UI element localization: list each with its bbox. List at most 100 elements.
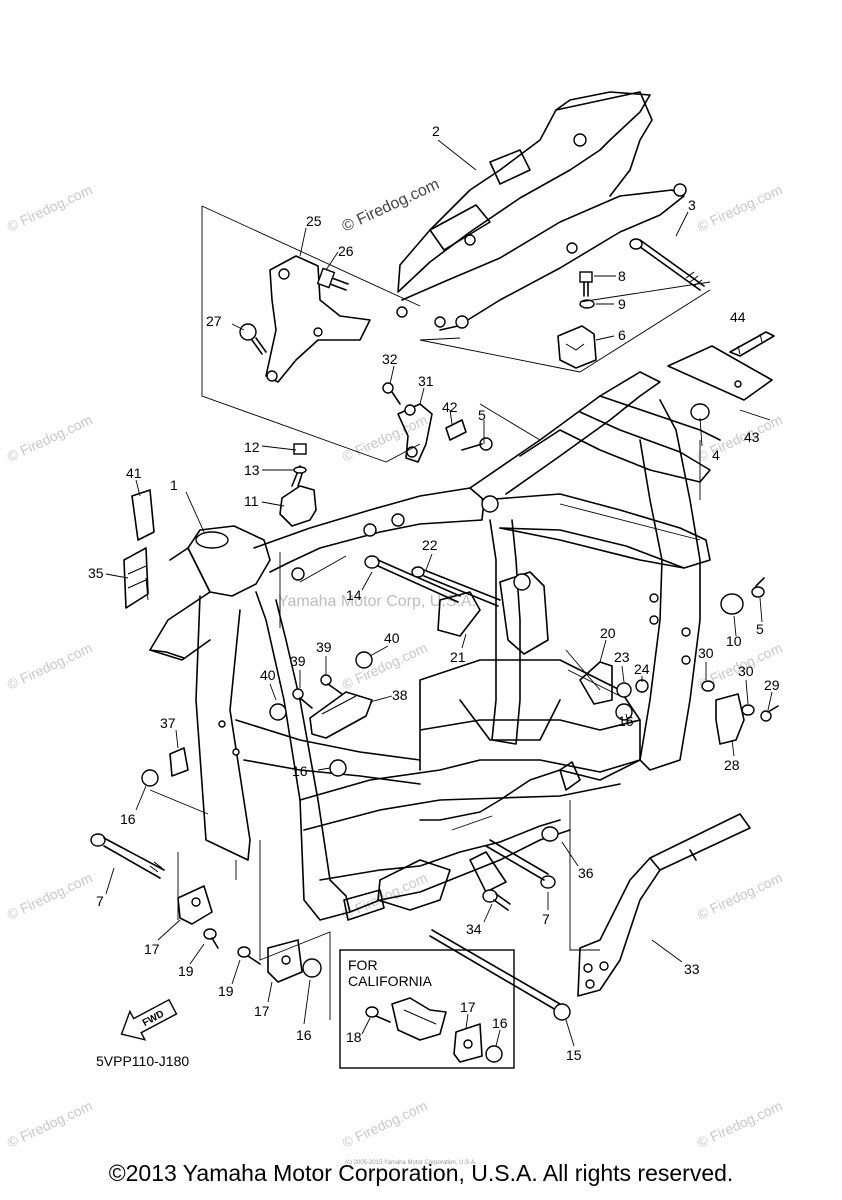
watermark: © Firedog.com bbox=[5, 869, 95, 922]
callout-3: 3 bbox=[688, 197, 696, 213]
callout-37: 37 bbox=[160, 715, 176, 731]
part-labels-stickers bbox=[123, 419, 467, 777]
callout-7-left: 7 bbox=[96, 893, 104, 909]
callout-17-california: 17 bbox=[460, 999, 476, 1015]
callout-30-left: 30 bbox=[698, 645, 714, 661]
california-box-line2: CALIFORNIA bbox=[348, 973, 433, 989]
callout-5-top: 5 bbox=[478, 407, 486, 423]
drawing-code: 5VPP110-J180 bbox=[96, 1053, 189, 1069]
part-bracket-11 bbox=[279, 443, 317, 527]
callout-14: 14 bbox=[346, 587, 362, 603]
callout-19-mid: 19 bbox=[218, 983, 234, 999]
part-bracket-25 bbox=[239, 255, 371, 383]
callout-4: 4 bbox=[712, 447, 720, 463]
callout-28: 28 bbox=[724, 757, 740, 773]
callout-7-right: 7 bbox=[542, 911, 550, 927]
callout-42: 42 bbox=[442, 399, 458, 415]
watermark-yamaha: Yamaha Motor Corp, U.S.A. bbox=[278, 593, 476, 610]
callout-24: 24 bbox=[634, 661, 650, 677]
callout-39-left: 39 bbox=[290, 653, 306, 669]
part-right-small bbox=[461, 403, 779, 745]
callout-17-left: 17 bbox=[144, 941, 160, 957]
watermark: © Firedog.com bbox=[5, 639, 95, 692]
callout-34: 34 bbox=[466, 921, 482, 937]
callout-39-right: 39 bbox=[316, 639, 332, 655]
callout-36: 36 bbox=[578, 865, 594, 881]
callout-27: 27 bbox=[206, 313, 222, 329]
part-main-frame bbox=[149, 371, 721, 921]
watermark-center: © Firedog.com bbox=[340, 176, 442, 236]
guide-lines bbox=[145, 205, 771, 1020]
callout-25: 25 bbox=[306, 213, 322, 229]
watermark-layer: © Firedog.com © Firedog.com © Firedog.co… bbox=[5, 176, 785, 1151]
part-pad-43 bbox=[667, 331, 775, 401]
watermark: © Firedog.com bbox=[695, 411, 785, 464]
callout-20: 20 bbox=[600, 625, 616, 641]
callout-12: 12 bbox=[244, 439, 260, 455]
callout-13: 13 bbox=[244, 462, 260, 478]
callout-8: 8 bbox=[618, 268, 626, 284]
part-rear-frame bbox=[396, 91, 687, 331]
callout-11: 11 bbox=[244, 493, 259, 509]
callout-16-right: 16 bbox=[618, 713, 634, 729]
callout-40-left: 40 bbox=[260, 667, 276, 683]
copyright-notice: ©2013 Yamaha Motor Corporation, U.S.A. A… bbox=[108, 1160, 734, 1186]
part-clamp-38 bbox=[269, 651, 373, 739]
watermark: © Firedog.com bbox=[340, 1097, 430, 1150]
callout-40-right: 40 bbox=[384, 630, 400, 646]
tiny-credit: (c) 2005-2015 Yamaha Motor Corporation, … bbox=[345, 1160, 477, 1166]
callout-30-right: 30 bbox=[738, 663, 754, 679]
callout-22: 22 bbox=[422, 537, 438, 553]
part-bolt-7-right bbox=[485, 839, 556, 889]
callout-5-right: 5 bbox=[756, 621, 764, 637]
california-box: FOR CALIFORNIA bbox=[339, 949, 515, 1069]
part-bracket-33 bbox=[577, 813, 751, 997]
part-bolt-34 bbox=[482, 826, 559, 911]
callout-10: 10 bbox=[726, 633, 742, 649]
callout-1: 1 bbox=[170, 477, 178, 493]
california-box-line1: FOR bbox=[348, 957, 378, 973]
callout-32: 32 bbox=[382, 351, 398, 367]
callout-numbers-extra: 16 16 16 37 34 7 36 33 15 bbox=[120, 713, 700, 1063]
callout-31: 31 bbox=[418, 373, 434, 389]
part-bolts-14-22 bbox=[364, 555, 501, 607]
callout-9: 9 bbox=[618, 296, 626, 312]
callout-18: 18 bbox=[346, 1029, 362, 1045]
part-bolt-7-left bbox=[90, 833, 165, 879]
callout-leaders bbox=[105, 139, 773, 1047]
callout-numbers: 2 3 8 9 6 44 43 4 25 26 27 32 31 42 5 12… bbox=[88, 123, 780, 1045]
callout-43: 43 bbox=[744, 429, 760, 445]
callout-35: 35 bbox=[88, 565, 104, 581]
part-bracket-group bbox=[557, 271, 597, 369]
watermark: © Firedog.com bbox=[695, 869, 785, 922]
callout-44: 44 bbox=[730, 309, 746, 325]
callout-29: 29 bbox=[764, 677, 780, 693]
watermark: © Firedog.com bbox=[695, 181, 785, 234]
watermark: © Firedog.com bbox=[340, 639, 430, 692]
callout-23: 23 bbox=[614, 649, 630, 665]
part-left-bottom bbox=[141, 759, 347, 983]
callout-33: 33 bbox=[684, 961, 700, 977]
callout-16-california: 16 bbox=[492, 1015, 508, 1031]
part-bolt-15 bbox=[429, 929, 571, 1021]
callout-41: 41 bbox=[126, 465, 142, 481]
part-pivot-bolt bbox=[629, 238, 705, 291]
watermark: © Firedog.com bbox=[5, 411, 95, 464]
callout-16-bottom: 16 bbox=[296, 1027, 312, 1043]
callout-19-left: 19 bbox=[178, 963, 194, 979]
watermark: © Firedog.com bbox=[340, 411, 430, 464]
callout-21: 21 bbox=[450, 649, 466, 665]
callout-17-mid: 17 bbox=[254, 1003, 270, 1019]
callout-16-left: 16 bbox=[120, 811, 136, 827]
callout-16-center: 16 bbox=[292, 763, 308, 779]
callout-38: 38 bbox=[392, 687, 408, 703]
watermark: © Firedog.com bbox=[5, 181, 95, 234]
watermark: © Firedog.com bbox=[5, 1097, 95, 1150]
callout-15: 15 bbox=[566, 1047, 582, 1063]
watermark: © Firedog.com bbox=[695, 1097, 785, 1150]
callout-2: 2 bbox=[432, 123, 440, 139]
callout-26: 26 bbox=[338, 243, 354, 259]
fwd-arrow-icon: FWD bbox=[120, 998, 178, 1041]
callout-6: 6 bbox=[618, 327, 626, 343]
